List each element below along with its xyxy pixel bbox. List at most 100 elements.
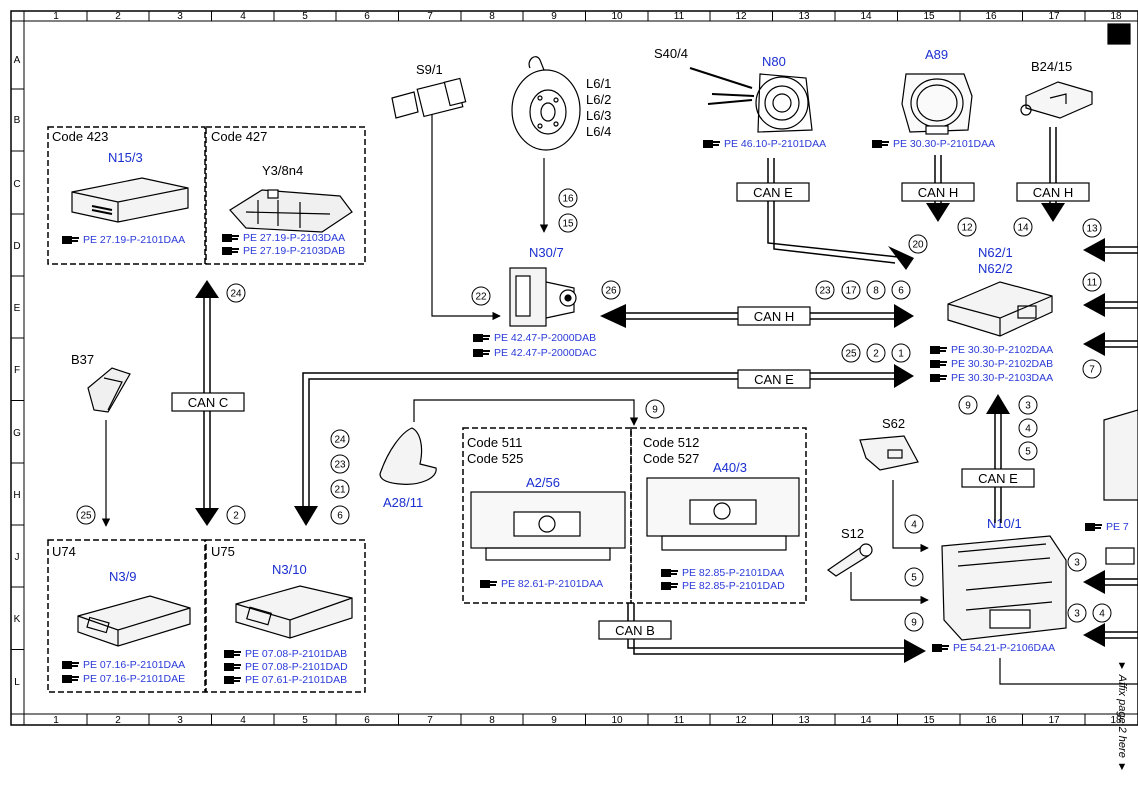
- svg-text:PE 46.10-P-2101DAA: PE 46.10-P-2101DAA: [724, 138, 826, 150]
- reference-circle-number: 25: [845, 349, 857, 360]
- reference-circle: [330, 479, 350, 499]
- grid-column-label: 15: [923, 715, 935, 726]
- s12-label: S12: [841, 526, 864, 541]
- a28-11-label: A28/11: [383, 495, 423, 510]
- reference-circle: [1013, 217, 1033, 237]
- group-box-code-512: [630, 427, 807, 604]
- can-h-a89-label: CAN H: [901, 182, 975, 202]
- reference-circle-number: 6: [898, 286, 904, 297]
- n80-steering-module-drawing: [689, 67, 813, 133]
- drawing-frame: [10, 10, 1138, 726]
- reference-circle: [1092, 603, 1112, 623]
- a2-56-label: A2/56: [526, 475, 560, 490]
- grid-column-label: 1: [53, 715, 59, 726]
- grid-column-label: 4: [240, 11, 246, 22]
- grid-column-label: 3: [177, 11, 183, 22]
- reference-circle: [1018, 395, 1038, 415]
- n62-1-label: N62/1: [978, 245, 1013, 260]
- reference-circle: [645, 399, 665, 419]
- reference-circle: [76, 505, 96, 525]
- n3-9-ecu-drawing: [77, 595, 191, 647]
- reference-circle-number: 9: [965, 401, 971, 412]
- grid-row-label: K: [14, 614, 21, 625]
- grid-row-label: A: [14, 55, 21, 66]
- b24-15-sensor-drawing: [1020, 81, 1093, 119]
- grid-column-label: 4: [240, 715, 246, 726]
- reference-circle-number: 17: [845, 286, 857, 297]
- grid-row-label: L: [14, 677, 20, 688]
- reference-circle-number: 4: [911, 520, 917, 531]
- reference-circle: [1082, 359, 1102, 379]
- grid-column-label: 1: [53, 11, 59, 22]
- s9-1-label: S9/1: [416, 62, 443, 77]
- grid-column-label: 7: [427, 11, 433, 22]
- code-512-label: Code 512: [643, 435, 699, 450]
- ref-a2-56: PE 82.61-P-2101DAA: [480, 578, 603, 590]
- affix-page-note: ▼ Affix page 2 here ▼: [1116, 660, 1128, 773]
- can-b-label: CAN B: [598, 620, 672, 640]
- grid-column-label: 6: [364, 11, 370, 22]
- s9-1-switch-drawing: [391, 77, 467, 119]
- s12-switch-drawing: [826, 543, 873, 577]
- reference-circle-number: 11: [1087, 278, 1098, 289]
- ref-a40-3: PE 82.85-P-2101DAA PE 82.85-P-2101DAD: [661, 567, 785, 592]
- reference-circle: [330, 429, 350, 449]
- reference-circle-number: 14: [1017, 223, 1029, 234]
- y3-8n4-valve-body-drawing: [229, 189, 353, 233]
- grid-column-label: 12: [735, 715, 747, 726]
- n30-7-esp-unit-drawing: [509, 267, 577, 327]
- svg-text:PE 82.61-P-2101DAA: PE 82.61-P-2101DAA: [501, 578, 603, 590]
- reference-circle-number: 22: [475, 292, 487, 303]
- reference-circle-number: 13: [1086, 224, 1098, 235]
- reference-circle-number: 3: [1074, 609, 1080, 620]
- grid-column-label: 6: [364, 715, 370, 726]
- grid-column-label: 3: [177, 715, 183, 726]
- n10-1-label: N10/1: [987, 516, 1022, 531]
- grid-row-label: D: [13, 241, 20, 252]
- reference-circle-number: 24: [334, 435, 346, 446]
- reference-circle: [841, 280, 861, 300]
- reference-circle-number: 21: [334, 485, 346, 496]
- reference-circle: [1018, 441, 1038, 461]
- grid-column-label: 17: [1048, 715, 1060, 726]
- ref-n30-7: PE 42.47-P-2000DAB PE 42.47-P-2000DAC: [473, 332, 597, 359]
- svg-text:PE 7: PE 7: [1106, 521, 1129, 533]
- reference-circle-number: 23: [819, 286, 831, 297]
- can-c-label: CAN C: [171, 392, 245, 412]
- grid-column-label: 10: [611, 11, 623, 22]
- reference-circle: [891, 343, 911, 363]
- reference-circle-number: 12: [961, 223, 973, 234]
- svg-text:PE 82.85-P-2101DAD: PE 82.85-P-2101DAD: [682, 580, 785, 592]
- n62-2-label: N62/2: [978, 261, 1013, 276]
- svg-text:PE 54.21-P-2106DAA: PE 54.21-P-2106DAA: [953, 642, 1055, 654]
- reference-circle-number: 5: [1025, 447, 1031, 458]
- svg-text:PE 30.30-P-2101DAA: PE 30.30-P-2101DAA: [893, 138, 995, 150]
- reference-circle: [891, 280, 911, 300]
- reference-circle-number: 2: [873, 349, 879, 360]
- reference-circle-number: 24: [230, 289, 242, 300]
- svg-text:PE 30.30-P-2102DAA: PE 30.30-P-2102DAA: [951, 344, 1053, 356]
- b37-label: B37: [71, 352, 94, 367]
- a89-label: A89: [925, 47, 948, 62]
- grid-row-label: H: [13, 490, 20, 501]
- grid-column-label: 5: [302, 715, 308, 726]
- ref-edge-cut: PE 7: [1085, 521, 1129, 533]
- u74-label: U74: [52, 544, 76, 559]
- grid-column-label: 12: [735, 11, 747, 22]
- grid-column-label: 5: [302, 11, 308, 22]
- svg-text:PE 27.19-P-2101DAA: PE 27.19-P-2101DAA: [83, 234, 185, 246]
- l6-1-label: L6/1: [586, 76, 611, 91]
- code-511-label: Code 511: [467, 435, 522, 450]
- group-box-u75: [205, 539, 366, 693]
- grid-column-label: 14: [860, 11, 872, 22]
- reference-circle: [866, 343, 886, 363]
- svg-text:PE 30.30-P-2103DAA: PE 30.30-P-2103DAA: [951, 372, 1053, 384]
- reference-circle-number: 3: [1025, 401, 1031, 412]
- reference-circle-number: 23: [334, 460, 346, 471]
- svg-text:CAN E: CAN E: [978, 471, 1018, 486]
- grid-column-label: 18: [1110, 11, 1122, 22]
- svg-text:PE 42.47-P-2000DAB: PE 42.47-P-2000DAB: [494, 332, 596, 344]
- reference-circle-number: 4: [1025, 424, 1031, 435]
- reference-circle-number: 20: [912, 240, 924, 251]
